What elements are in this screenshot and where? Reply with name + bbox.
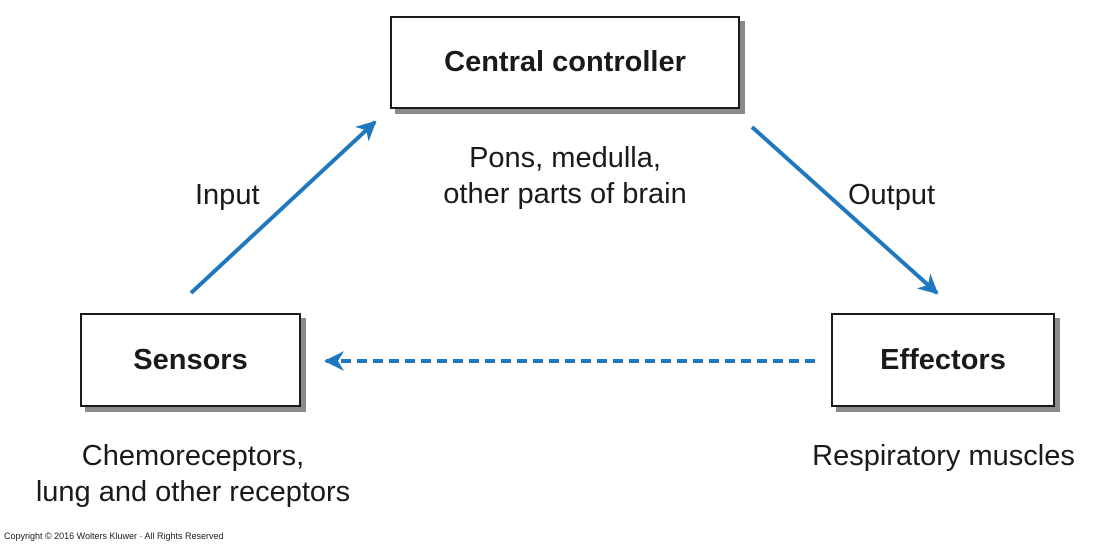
input-label: Input (195, 179, 260, 211)
sensors-caption: Chemoreceptors, lung and other receptors (0, 438, 386, 510)
sensors-caption-line-1: Chemoreceptors, (81, 440, 305, 472)
central-controller-caption: Pons, medulla, other parts of brain (410, 140, 720, 212)
central-controller-label: Central controller (444, 46, 686, 78)
sensors-caption-line-2: lung and other receptors (35, 476, 351, 508)
central-controller-box: Central controller (390, 16, 740, 109)
effectors-caption-line-1: Respiratory muscles (812, 440, 1075, 472)
input-arrow (189, 120, 377, 295)
effectors-label: Effectors (880, 343, 1006, 376)
copyright-notice: Copyright © 2016 Wolters Kluwer · All Ri… (4, 531, 224, 541)
effectors-caption: Respiratory muscles (780, 438, 1107, 474)
effectors-box: Effectors (831, 313, 1055, 407)
output-arrow (750, 125, 939, 295)
output-label: Output (848, 179, 936, 211)
sensors-box: Sensors (80, 313, 301, 407)
sensors-label: Sensors (133, 343, 248, 376)
central-caption-line-2: other parts of brain (443, 178, 687, 210)
central-caption-line-1: Pons, medulla, (469, 142, 661, 174)
